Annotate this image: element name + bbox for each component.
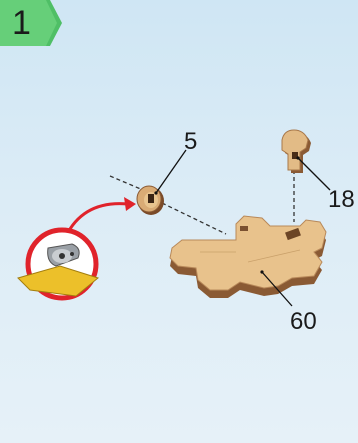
callout-part-18: 18 [328, 186, 355, 214]
callout-part-5: 5 [184, 128, 197, 156]
sandpaper-detail-bubble [18, 230, 98, 298]
red-arrow [66, 197, 136, 236]
part-5-disc [137, 186, 164, 215]
callout-part-60: 60 [290, 308, 317, 336]
part-60-base-plate [170, 216, 326, 298]
